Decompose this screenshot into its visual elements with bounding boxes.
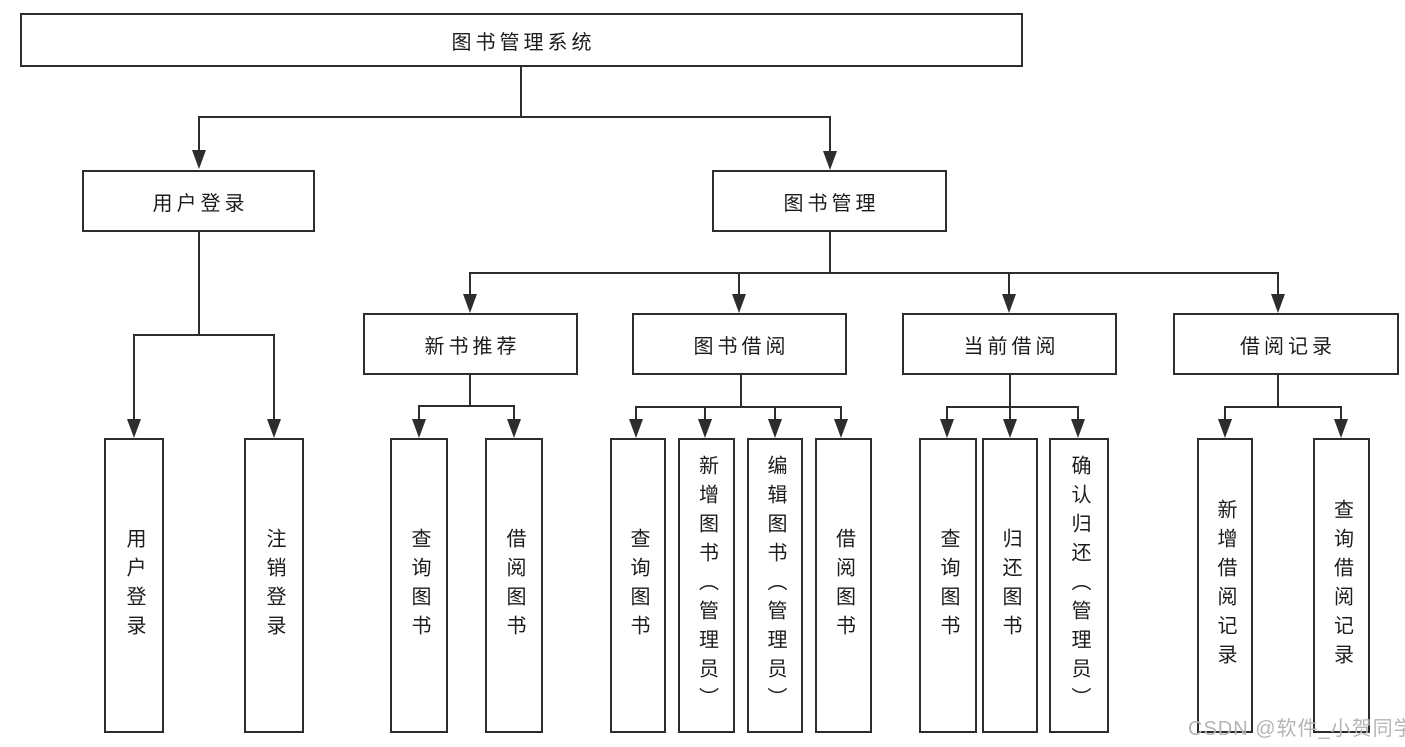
leaf-return-book: 归还图书 [982,438,1038,733]
arrow-down-icon [192,150,206,169]
connector-line [945,407,949,420]
arrow-down-icon [127,419,141,438]
connector-line [132,335,136,420]
node-label: 查询借阅记录 [1330,498,1353,673]
arrow-down-icon [1002,294,1016,313]
node-label: 新书推荐 [424,335,521,358]
node-label: 归还图书 [999,527,1021,644]
connector-line [519,67,523,117]
connector-line [773,407,777,420]
connector-line [737,273,741,295]
arrow-down-icon [940,419,954,438]
connector-line [1076,407,1080,420]
node-label: 用户登录 [123,527,145,644]
arrow-down-icon [1334,419,1348,438]
arrow-down-icon [732,294,746,313]
node-label: 新增借阅记录 [1214,498,1236,673]
connector-line [828,232,832,274]
connector-line [417,404,516,408]
leaf-logout: 注销登录 [244,438,304,733]
connector-line [468,271,1280,275]
leaf-query-books-borrowing: 查询图书 [610,438,666,733]
connector-line [512,406,516,420]
connector-line [1223,407,1227,420]
connector-line [468,273,472,295]
leaf-query-books-recommend: 查询图书 [390,438,448,733]
arrow-down-icon [1218,419,1232,438]
arrow-down-icon [629,419,643,438]
arrow-down-icon [1003,419,1017,438]
node-label: 借阅记录 [1240,335,1336,358]
connector-line [468,375,472,407]
leaf-query-books-current: 查询图书 [919,438,977,733]
connector-line [197,117,201,151]
leaf-user-login: 用户登录 [104,438,164,733]
node-label: 编辑图书（管理员） [764,455,786,716]
node-label: 注销登录 [263,527,285,644]
connector-line [1276,375,1280,408]
connector-line [634,405,843,409]
node-label: 新增图书（管理员） [695,455,718,716]
node-label: 查询图书 [937,527,959,644]
arrow-down-icon [507,419,521,438]
node-label: 查询图书 [408,527,430,644]
connector-line [1223,405,1343,409]
arrow-down-icon [267,419,281,438]
node-library-management-system: 图书管理系统 [20,13,1023,67]
leaf-borrow-books-recommend: 借阅图书 [485,438,543,733]
connector-line [417,406,421,420]
connector-line [703,407,707,420]
leaf-add-book-admin: 新增图书（管理员） [678,438,735,733]
node-label: 确认归还（管理员） [1068,455,1090,716]
leaf-edit-book-admin: 编辑图书（管理员） [747,438,803,733]
connector-line [197,232,201,336]
node-user-login: 用户登录 [82,170,315,232]
arrow-down-icon [1071,419,1085,438]
connector-line [197,115,832,119]
node-new-book-recommendation: 新书推荐 [363,313,578,375]
node-book-management: 图书管理 [712,170,947,232]
csdn-watermark: CSDN @软件_小贺同学 [1188,718,1405,740]
node-borrowing-records: 借阅记录 [1173,313,1399,375]
leaf-confirm-return-admin: 确认归还（管理员） [1049,438,1109,733]
arrow-down-icon [463,294,477,313]
arrow-down-icon [823,151,837,170]
connector-line [839,407,843,420]
connector-line [1007,273,1011,295]
connector-line [132,333,276,337]
node-book-borrowing: 图书借阅 [632,313,847,375]
connector-line [828,117,832,152]
node-current-borrowing: 当前借阅 [902,313,1117,375]
arrow-down-icon [1271,294,1285,313]
node-label: 借阅图书 [503,527,525,644]
node-label: 查询图书 [627,527,649,644]
connector-line [1339,407,1343,420]
connector-line [272,335,276,420]
connector-line [634,407,638,420]
arrow-down-icon [834,419,848,438]
arrow-down-icon [412,419,426,438]
connector-line [739,375,743,408]
connector-line [945,405,1080,409]
node-label: 借阅图书 [832,527,855,644]
node-label: 当前借阅 [963,335,1060,358]
node-label: 图书借阅 [693,335,790,358]
connector-line [1008,375,1012,420]
arrow-down-icon [768,419,782,438]
leaf-add-borrow-record: 新增借阅记录 [1197,438,1253,733]
node-label: 图书管理 [783,192,880,215]
leaf-query-borrow-record: 查询借阅记录 [1313,438,1370,733]
leaf-borrow-books-borrowing: 借阅图书 [815,438,872,733]
arrow-down-icon [698,419,712,438]
node-label: 图书管理系统 [451,31,596,54]
node-label: 用户登录 [152,192,249,215]
connector-line [1276,273,1280,295]
